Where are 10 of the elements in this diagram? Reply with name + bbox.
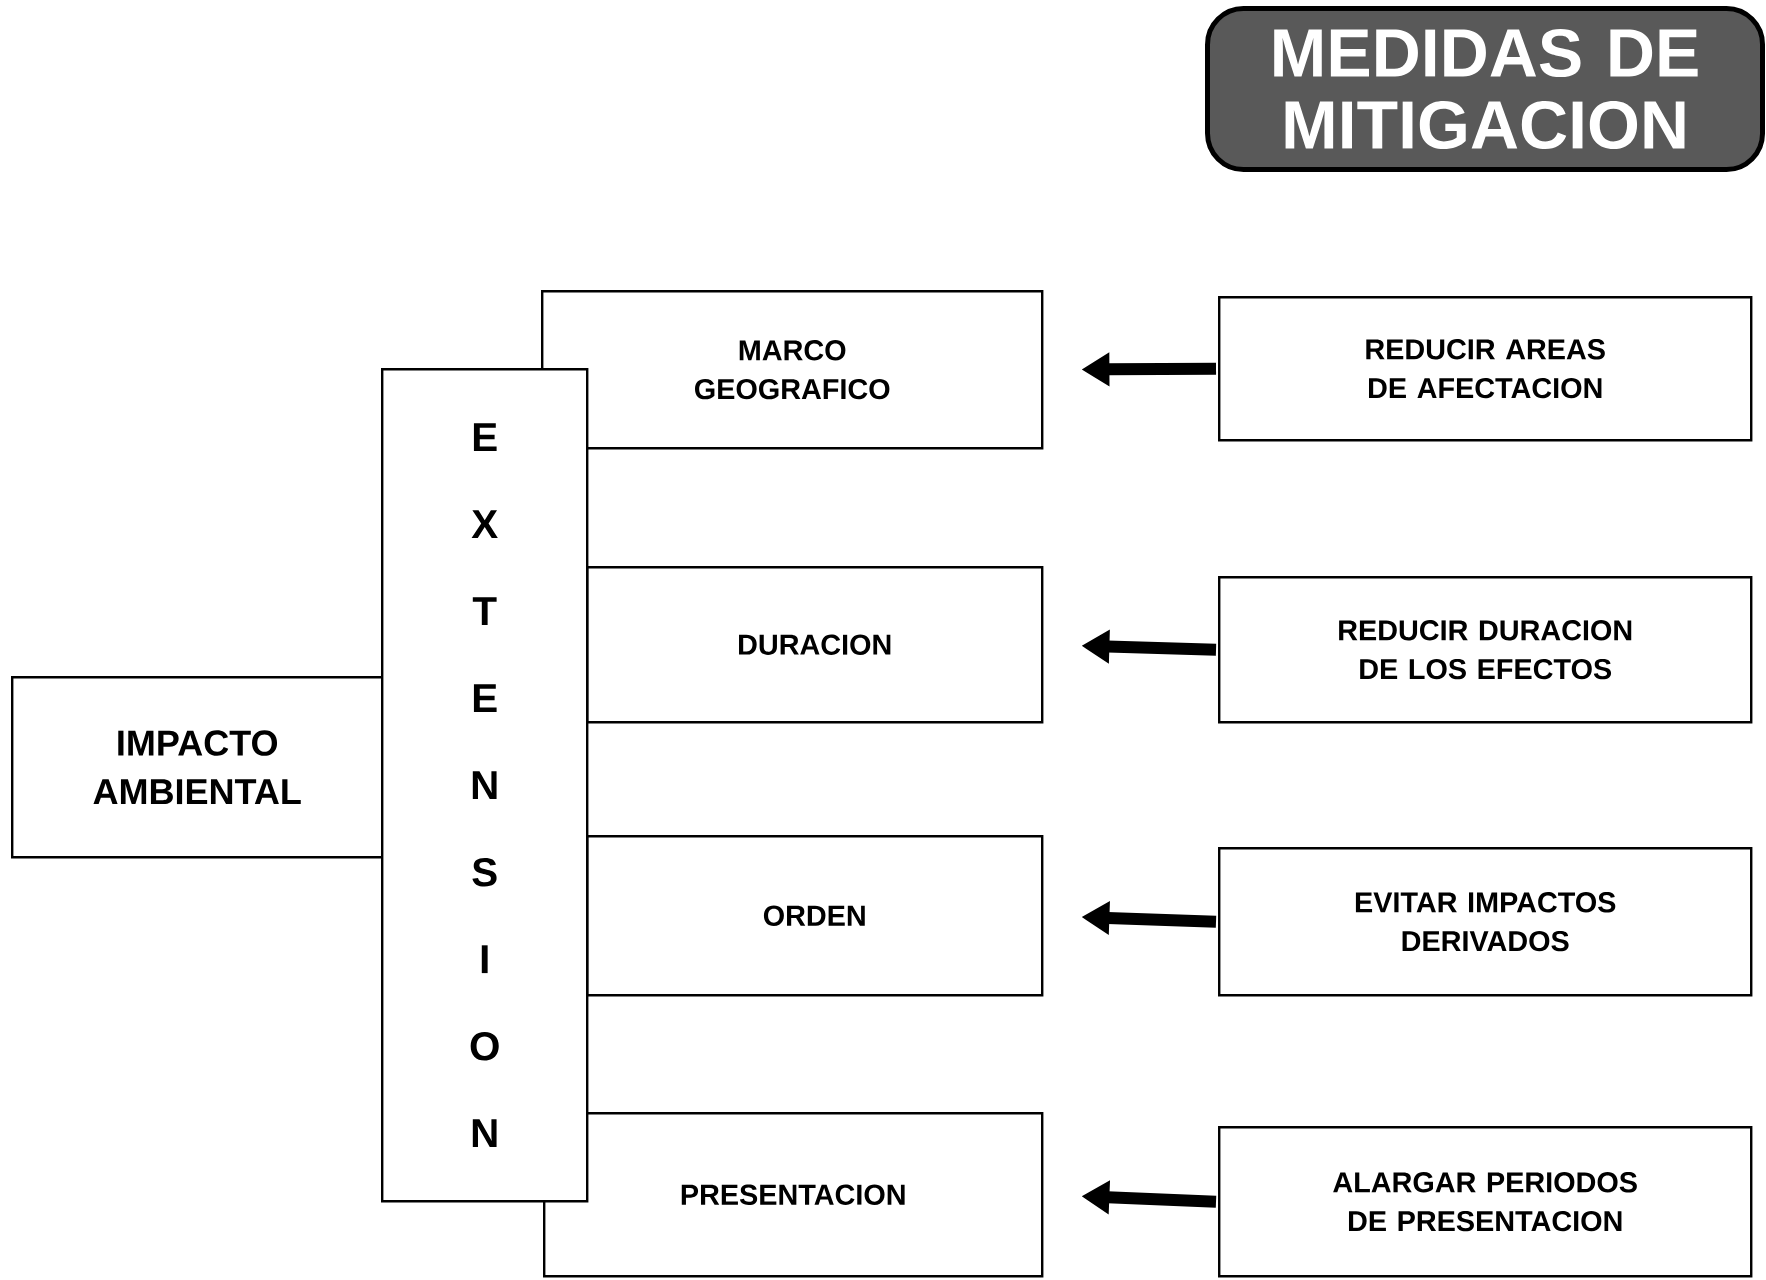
process-box: DURACION [586,566,1044,724]
process-box: REDUCIR AREAS DE AFECTACION [1218,296,1753,442]
process-box: MARCO GEOGRAFICO [541,290,1044,450]
process-box: REDUCIR DURACION DE LOS EFECTOS [1218,576,1753,724]
process-box: ALARGAR PERIODOS DE PRESENTACION [1218,1126,1753,1278]
process-box: EVITAR IMPACTOS DERIVADOS [1218,847,1753,997]
title-banner: MEDIDAS DE MITIGACION [1205,6,1765,172]
process-box: PRESENTACION [543,1112,1044,1278]
process-box: ORDEN [586,835,1044,997]
process-box: IMPACTO AMBIENTAL [11,676,384,859]
